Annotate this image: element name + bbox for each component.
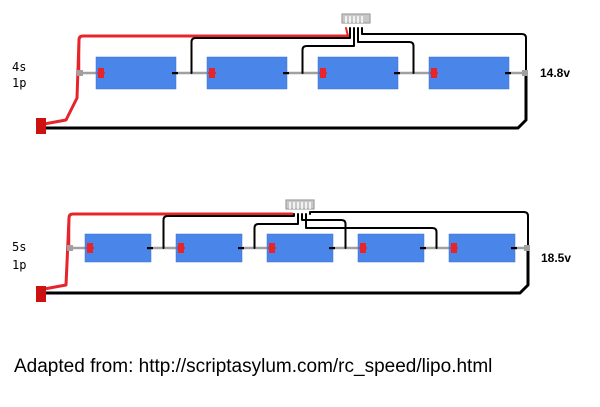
balance-negative-wire-5s bbox=[309, 211, 529, 249]
balance-negative-wire-4s bbox=[361, 27, 527, 74]
bus-node-4s-1 bbox=[522, 70, 528, 76]
config-series-label-4s: 4s bbox=[12, 60, 27, 74]
balance-plug-4s bbox=[341, 13, 371, 24]
balance-tap-wire-4s-3 bbox=[357, 27, 415, 74]
negative-lead-wire-5s bbox=[42, 246, 530, 295]
lipo-cell-5s-4 bbox=[357, 233, 425, 263]
negative-terminal-5s-4 bbox=[420, 247, 426, 250]
balance-tap-wire-4s-1 bbox=[190, 27, 351, 74]
lipo-cell-4s-1 bbox=[95, 56, 177, 90]
pack-voltage-label-4s: 14.8v bbox=[540, 66, 571, 80]
balance-tap-wire-5s-4 bbox=[305, 213, 438, 249]
balance-plug-5s bbox=[285, 199, 315, 210]
negative-terminal-5s-1 bbox=[147, 247, 153, 250]
lipo-cell-4s-2 bbox=[206, 56, 288, 90]
source-credit: Adapted from: http://scriptasylum.com/rc… bbox=[14, 356, 493, 377]
lipo-cell-5s-1 bbox=[84, 233, 152, 263]
balance-tap-wire-5s-3 bbox=[301, 213, 347, 249]
main-power-connector-4s bbox=[36, 118, 46, 134]
negative-terminal-5s-2 bbox=[238, 247, 244, 250]
negative-terminal-4s-2 bbox=[283, 72, 289, 75]
negative-terminal-4s-1 bbox=[172, 72, 178, 75]
lipo-cell-5s-3 bbox=[266, 233, 334, 263]
positive-lead-wire-4s bbox=[42, 34, 350, 126]
bus-node-4s-0 bbox=[77, 70, 83, 76]
negative-terminal-5s-3 bbox=[329, 247, 335, 250]
balance-positive-wire-4s bbox=[345, 27, 349, 37]
lipo-cell-5s-5 bbox=[448, 233, 516, 263]
negative-lead-wire-4s bbox=[42, 71, 528, 130]
config-parallel-label-4s: 1p bbox=[12, 76, 27, 90]
negative-terminal-4s-3 bbox=[394, 72, 400, 75]
balance-tap-wire-5s-2 bbox=[253, 213, 299, 249]
bus-node-5s-0 bbox=[67, 245, 73, 251]
negative-terminal-5s-5 bbox=[511, 247, 517, 250]
lipo-cell-4s-3 bbox=[317, 56, 399, 90]
lipo-cell-5s-2 bbox=[175, 233, 243, 263]
balance-tap-wire-4s-2 bbox=[301, 27, 355, 74]
bus-node-5s-1 bbox=[524, 245, 530, 251]
pack-voltage-label-5s: 18.5v bbox=[541, 251, 572, 265]
balance-tap-wire-5s-1 bbox=[162, 213, 295, 249]
lipo-cell-4s-4 bbox=[428, 56, 510, 90]
main-power-connector-5s bbox=[36, 286, 46, 302]
config-parallel-label-5s: 1p bbox=[12, 258, 27, 272]
config-series-label-5s: 5s bbox=[12, 240, 27, 254]
negative-terminal-4s-4 bbox=[505, 72, 511, 75]
